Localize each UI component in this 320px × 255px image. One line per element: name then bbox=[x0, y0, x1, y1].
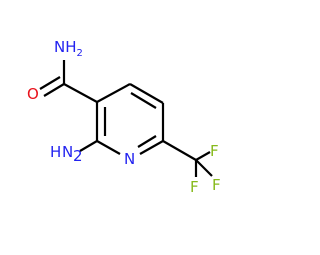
bond-c4-c5-inner bbox=[130, 92, 157, 109]
bond-carbonyl-o-second bbox=[39, 76, 61, 90]
bond-n1-c2 bbox=[96, 140, 121, 155]
amine-n-label: N bbox=[62, 143, 73, 161]
carbonyl-oxygen-label: O bbox=[27, 85, 39, 103]
fluorine-right-label: F bbox=[212, 176, 221, 194]
bond-carbonyl-o bbox=[43, 83, 65, 97]
bond-c6-n1-inner bbox=[137, 135, 157, 148]
amide-nh2-label: NH2 bbox=[54, 38, 83, 59]
fluorine-top-label: F bbox=[210, 142, 219, 160]
bond-cf3-f-top bbox=[195, 151, 211, 161]
fluorine-bottom-label: F bbox=[190, 178, 199, 196]
ring-nitrogen-label: N bbox=[124, 150, 135, 168]
amine-subscript-label: 2 bbox=[73, 147, 83, 165]
bond-c2-amine bbox=[79, 140, 98, 152]
bond-cf3-f-right bbox=[195, 159, 213, 177]
bond-c4-c5 bbox=[129, 83, 164, 104]
bond-c6-cf3 bbox=[162, 140, 197, 161]
amine-h-label: H bbox=[50, 143, 61, 161]
structure-diagram: NH2 O H N 2 N F F F bbox=[27, 38, 221, 196]
molecule-canvas: NH2 O H N 2 N F F F bbox=[27, 38, 221, 196]
bond-c6-n1 bbox=[139, 140, 164, 155]
bond-c3-ccarbonyl bbox=[63, 83, 98, 103]
bond-c3-c4 bbox=[96, 83, 131, 103]
